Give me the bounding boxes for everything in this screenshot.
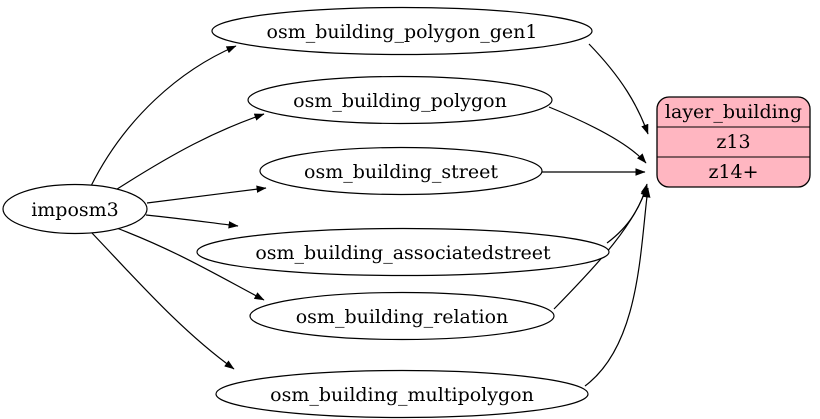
street-ellipse bbox=[259, 146, 543, 196]
edge-imposm3-to-street bbox=[146, 185, 267, 204]
node-osm-building-associatedstreet: osm_building_associatedstreet bbox=[196, 227, 610, 277]
multipolygon-label: osm_building_multipolygon bbox=[270, 384, 534, 406]
node-osm-building-relation: osm_building_relation bbox=[249, 291, 555, 341]
edge-imposm3-to-relation bbox=[113, 226, 265, 301]
edge-imposm3-to-associatedstreet bbox=[145, 214, 239, 229]
multipolygon-ellipse bbox=[215, 369, 589, 419]
imposm3-label: imposm3 bbox=[31, 199, 119, 221]
relation-ellipse bbox=[249, 291, 555, 341]
polygon-gen1-label: osm_building_polygon_gen1 bbox=[267, 21, 538, 43]
layer-building-row-z13: z13 bbox=[716, 131, 750, 153]
node-osm-building-multipolygon: osm_building_multipolygon bbox=[215, 369, 589, 419]
layer-building-box bbox=[656, 96, 811, 188]
edge-multipolygon-to-z14 bbox=[584, 187, 651, 387]
edge-imposm3-to-polygon-gen1 bbox=[90, 45, 237, 187]
polygon-gen1-ellipse bbox=[211, 6, 593, 56]
associatedstreet-label: osm_building_associatedstreet bbox=[255, 242, 551, 264]
polygon-ellipse bbox=[247, 75, 553, 125]
node-imposm3: imposm3 bbox=[2, 183, 148, 235]
edge-imposm3-to-polygon bbox=[113, 113, 265, 192]
associatedstreet-ellipse bbox=[196, 227, 610, 277]
edge-group bbox=[90, 43, 651, 387]
layer-building-title: layer_building bbox=[665, 101, 802, 123]
edge-relation-to-z14 bbox=[553, 185, 648, 310]
node-osm-building-street: osm_building_street bbox=[259, 146, 543, 196]
edge-associatedstreet-to-z14 bbox=[606, 183, 649, 244]
edge-polygon-gen1-to-z13 bbox=[588, 43, 649, 135]
node-layer-building: layer_building z13 z14+ bbox=[656, 96, 811, 188]
edge-polygon-to-z14 bbox=[548, 106, 647, 164]
node-osm-building-polygon-gen1: osm_building_polygon_gen1 bbox=[211, 6, 593, 56]
street-label: osm_building_street bbox=[304, 161, 498, 183]
imposm3-ellipse bbox=[2, 183, 148, 235]
relation-label: osm_building_relation bbox=[296, 306, 509, 328]
polygon-label: osm_building_polygon bbox=[293, 90, 507, 112]
edge-imposm3-to-multipolygon bbox=[90, 231, 235, 370]
layer-building-row-z14: z14+ bbox=[708, 161, 758, 183]
node-osm-building-polygon: osm_building_polygon bbox=[247, 75, 553, 125]
